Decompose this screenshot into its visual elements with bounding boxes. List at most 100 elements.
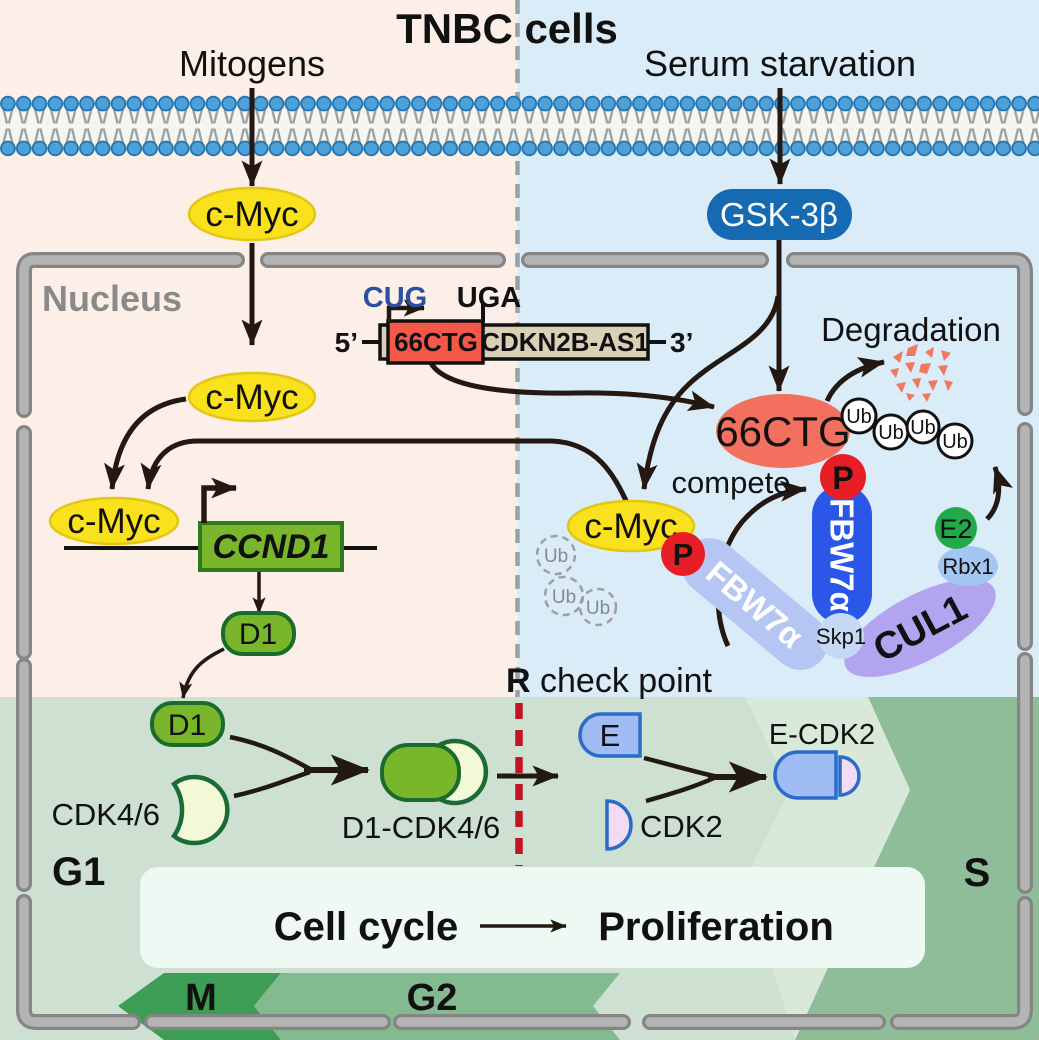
fbw7a-dark-label: FBW7α (824, 498, 861, 612)
proliferation-banner-label: Proliferation (598, 905, 834, 949)
cmyc-ellipse-mid (187, 371, 317, 423)
gsk3b-pill (707, 189, 852, 240)
phospho-fbw7-node: P (820, 454, 866, 500)
ubiquitin-chain: Ub Ub Ub Ub (840, 397, 974, 460)
d1-label-lower: D1 (168, 709, 206, 742)
fragment-shape (925, 347, 934, 358)
cyclin-e-shape (578, 712, 642, 758)
66ctg-rna-label: 66CTG (715, 408, 850, 455)
arrow-cmycp-to-promoter (140, 438, 631, 507)
cmyc-label-mid: c-Myc (205, 378, 298, 417)
arrow-fork-d1-branch (229, 734, 312, 771)
phospho-label-fbw7: P (832, 460, 853, 496)
circle-shape (936, 422, 974, 460)
cdk46-node: CDK4/6 (51, 774, 230, 846)
arrow-d1-to-cellcycle (179, 647, 225, 699)
arrow-fork-cdk46-branch (233, 769, 311, 799)
cmyc-label-phospho: c-Myc (584, 507, 677, 546)
g1-phase-label: G1 (52, 850, 105, 894)
arrow-e2-to-ub (985, 466, 1014, 521)
cell-cycle-banner-label: Cell cycle (274, 905, 459, 949)
degradation-fragments (890, 344, 953, 402)
arrow-fork-cdk2-branch (645, 775, 715, 804)
cmyc-phospho-node: c-Myc P (566, 499, 705, 576)
arrow-gene-to-66ctg-rna (428, 361, 715, 412)
cmyc-ellipse-phospho (566, 499, 696, 553)
plasma-membrane (0, 95, 1039, 157)
cdk46-crescent (170, 774, 230, 846)
circle-shape (578, 587, 618, 627)
cul1-ellipse (844, 578, 996, 678)
orf-box (386, 319, 485, 365)
fragment-shape (922, 393, 931, 402)
skp1-circle (818, 613, 864, 659)
uga-label: UGA (457, 282, 522, 314)
three-prime-label: 3’ (670, 327, 693, 358)
g2-phase-label: G2 (407, 977, 458, 1019)
arrows (104, 88, 1014, 933)
circle-shape (905, 409, 941, 445)
66ctg-ellipse (716, 394, 850, 468)
ccnd1-locus: CCND1 (64, 477, 377, 572)
gsk3b-label: GSK-3β (720, 196, 838, 233)
cdk2-shape (605, 799, 633, 851)
d1-shape-upper (221, 611, 296, 656)
fragment-shape (893, 351, 903, 363)
arrow-gsk-to-cmyc-p (636, 295, 781, 490)
ub-circles (840, 397, 974, 460)
arrow-fork-e-branch (643, 755, 715, 779)
ecdk2-cdk2-shape (838, 755, 861, 797)
ub-label-1: Ub (846, 406, 872, 428)
fragment-shape (906, 344, 918, 356)
lncrna-box-label: CDKN2B-AS1 (481, 327, 649, 357)
e-cdk2-complex: E-CDK2 (769, 719, 875, 800)
phospho-label-cmyc: P (673, 537, 694, 572)
phospho-circle-fbw7 (820, 454, 866, 500)
arrow-cmyc-to-promoter (104, 396, 187, 490)
cdk2-label: CDK2 (640, 809, 723, 844)
fbw7a-light-pill (681, 538, 829, 670)
path-shape (19, 897, 138, 1027)
ghost-ubiquitins (535, 534, 618, 627)
ccnd1-label: CCND1 (212, 528, 329, 566)
d1-node-lower: D1 (150, 701, 225, 747)
nucleus-envelope (15, 252, 1033, 1030)
arrow-compete (715, 480, 807, 648)
compete-label: compete (672, 465, 791, 500)
ccnd1-tss-bent-arrow (201, 477, 238, 523)
cyclin-e-label: E (600, 718, 621, 753)
e2-circle (935, 507, 977, 549)
fragment-shape (906, 393, 915, 401)
scf-complex: Ub Ub Ub FBW7α CUL1 Rbx1 E2 FBW7α Skp1 (535, 485, 998, 678)
circle-shape (840, 397, 878, 435)
gene-construct: 5’ 3’ CUG UGA 66CTG CDKN2B-AS1 (335, 282, 693, 365)
e-cdk2-label: E-CDK2 (769, 719, 875, 751)
d1-cdk46-complex: D1-CDK4/6 (342, 738, 500, 845)
ub-label-4: Ub (942, 431, 968, 453)
circle-shape (535, 534, 577, 576)
arrow-to-degradation (824, 357, 885, 403)
path-shape (19, 255, 242, 415)
fragment-shape (912, 378, 921, 389)
ccnd1-box (198, 521, 344, 572)
ghost-ub-label-3: Ub (586, 598, 610, 619)
fragment-shape (928, 380, 938, 391)
cmyc-ellipse-promoter (48, 496, 180, 546)
complex-d1-shape (380, 743, 461, 802)
serum-starvation-label: Serum starvation (644, 43, 916, 84)
phospho-circle-cmyc (661, 532, 705, 576)
fragment-shape (938, 365, 948, 376)
text-span: check point (531, 662, 713, 700)
nucleus-wall-fill (19, 255, 1030, 1027)
nucleus-label: Nucleus (42, 278, 182, 319)
degradation-label: Degradation (821, 311, 1001, 348)
fragment-shape (905, 362, 915, 373)
r-checkpoint-label: R check point (506, 662, 713, 700)
ub-labels: Ub Ub Ub Ub (846, 406, 968, 453)
rbx1-ellipse (938, 546, 998, 586)
ghost-ub-label-2: Ub (552, 587, 576, 608)
ecdk2-e-shape (773, 750, 838, 800)
path-shape (789, 255, 1030, 413)
circle-shape (543, 575, 585, 617)
